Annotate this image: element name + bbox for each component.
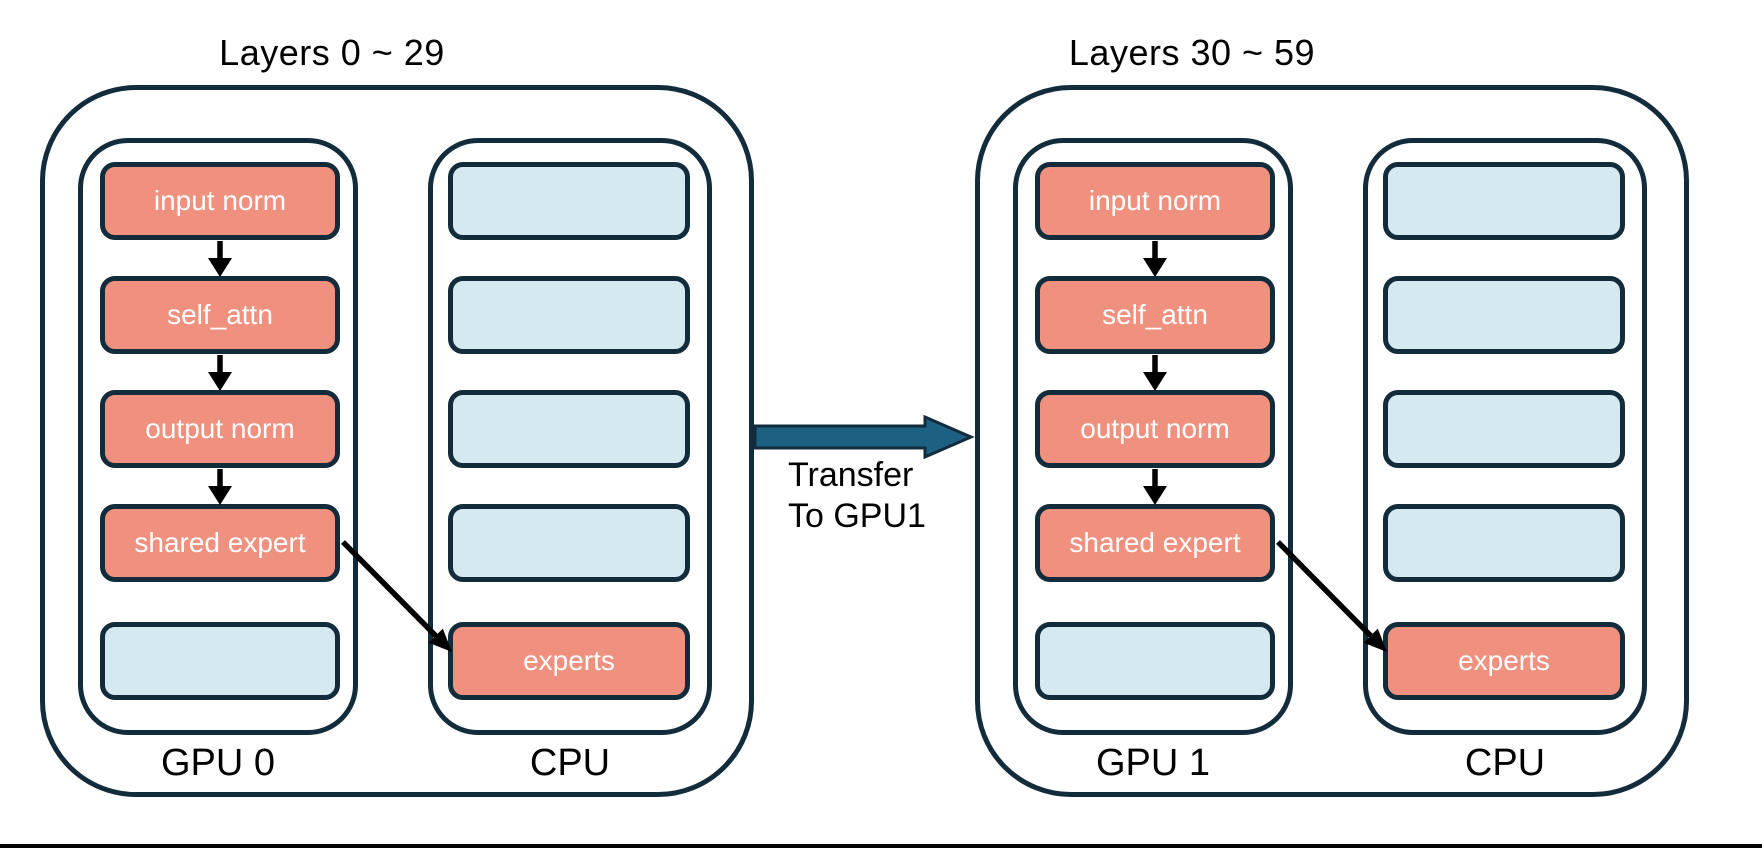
gpu1-box-input-norm: input norm [1035, 162, 1275, 240]
cpu0-empty-slot-2 [448, 276, 690, 354]
gpu1-label: GPU 1 [1095, 742, 1211, 784]
cpu1-empty-slot-4 [1383, 504, 1625, 582]
gpu0-empty-slot [100, 622, 340, 700]
stage1-title: Layers 30 ~ 59 [1068, 32, 1316, 73]
transfer-label: Transfer To GPU1 [788, 455, 926, 537]
stage1-cpu-container: experts [1363, 138, 1647, 735]
cpu0-empty-slot-1 [448, 162, 690, 240]
cpu1-empty-slot-1 [1383, 162, 1625, 240]
gpu0-box-output-norm: output norm [100, 390, 340, 468]
cpu1-empty-slot-2 [1383, 276, 1625, 354]
gpu1-box-self-attn: self_attn [1035, 276, 1275, 354]
gpu0-box-input-norm: input norm [100, 162, 340, 240]
gpu1-box-output-norm: output norm [1035, 390, 1275, 468]
stage0-node: input norm self_attn output norm shared … [40, 85, 754, 797]
cpu1-label: CPU [1464, 742, 1546, 784]
transfer-arrow-icon [753, 414, 975, 460]
transfer-label-line2: To GPU1 [788, 497, 926, 535]
gpu0-label: GPU 0 [160, 742, 276, 784]
cpu1-empty-slot-3 [1383, 390, 1625, 468]
stage0-cpu-container: experts [428, 138, 712, 735]
bottom-border-line [0, 844, 1762, 848]
stage1-node: input norm self_attn output norm shared … [975, 85, 1689, 797]
cpu0-empty-slot-3 [448, 390, 690, 468]
gpu0-box-self-attn: self_attn [100, 276, 340, 354]
gpu0-box-shared-expert: shared expert [100, 504, 340, 582]
cpu0-box-experts: experts [448, 622, 690, 700]
cpu1-box-experts: experts [1383, 622, 1625, 700]
stage0-title: Layers 0 ~ 29 [219, 32, 445, 73]
cpu0-empty-slot-4 [448, 504, 690, 582]
transfer-label-line1: Transfer [788, 456, 914, 494]
stage0-gpu-container: input norm self_attn output norm shared … [78, 138, 358, 735]
stage1-gpu-container: input norm self_attn output norm shared … [1013, 138, 1293, 735]
cpu0-label: CPU [529, 742, 611, 784]
gpu1-box-shared-expert: shared expert [1035, 504, 1275, 582]
gpu1-empty-slot [1035, 622, 1275, 700]
